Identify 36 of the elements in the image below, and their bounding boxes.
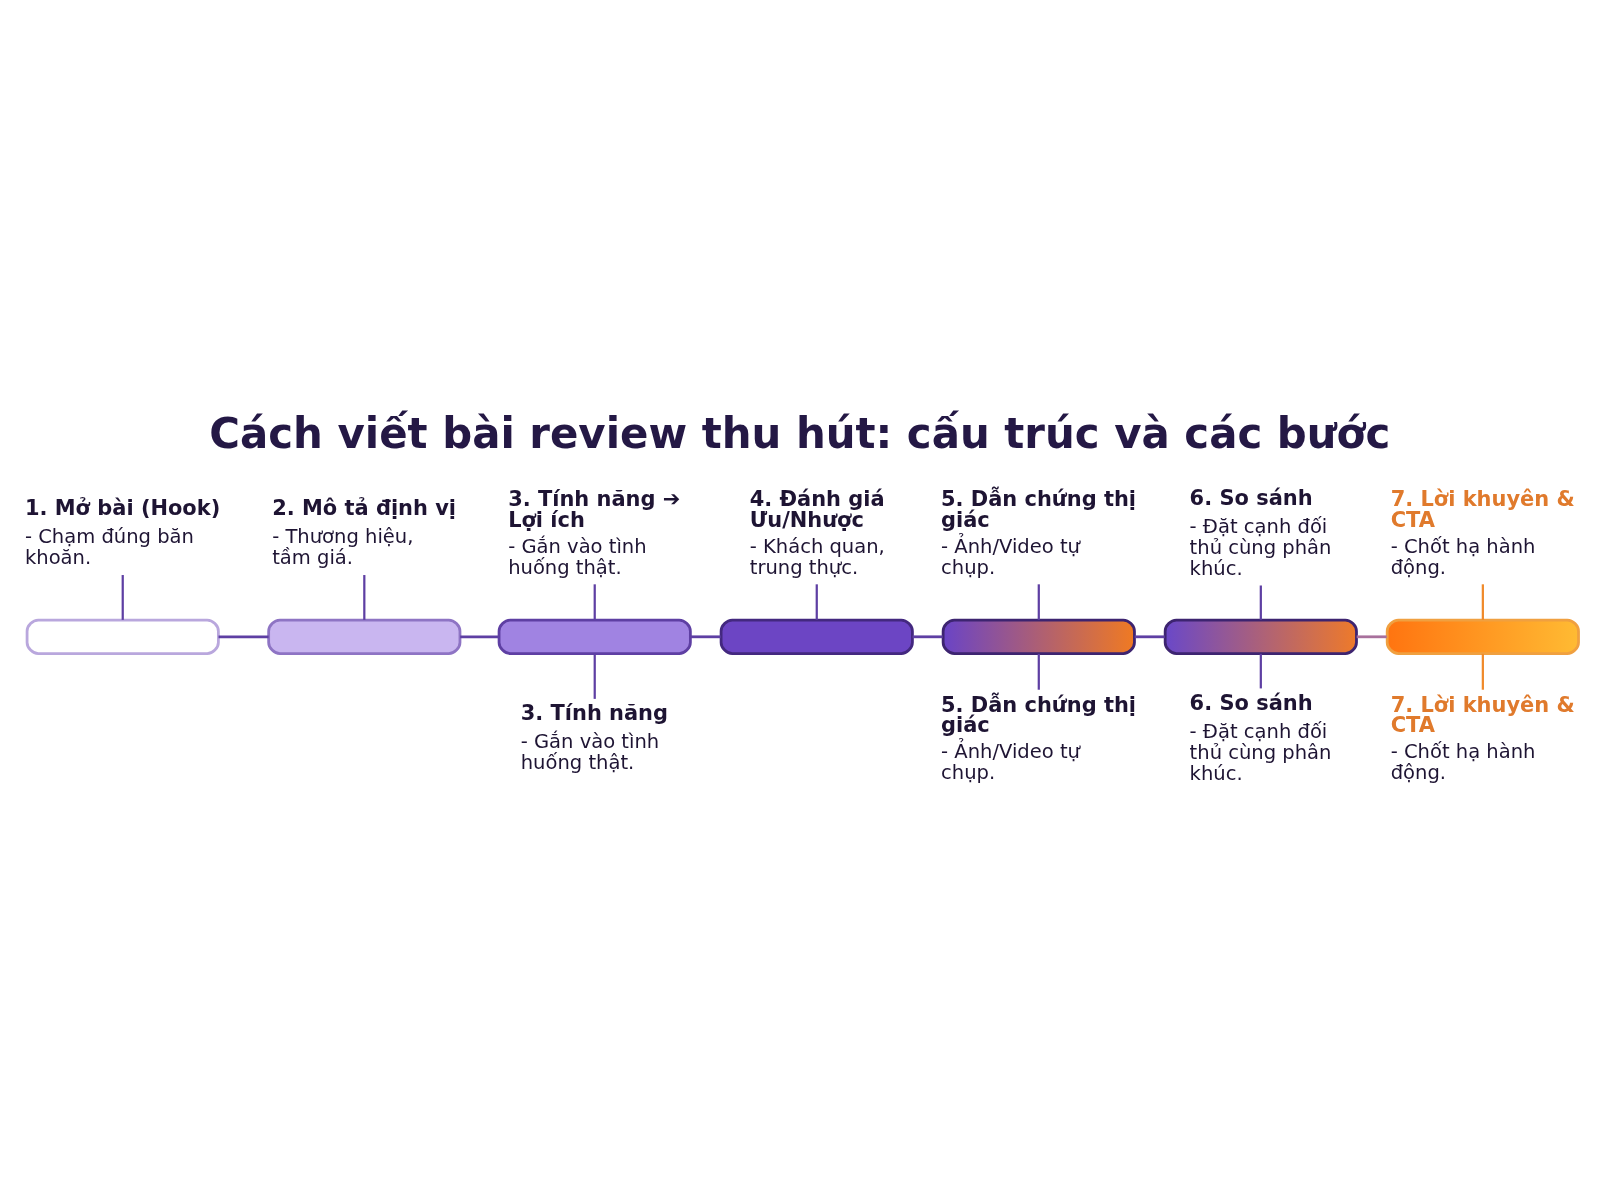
node-text: 7. Lời khuyên & CTA - Chốt hạ hành động. bbox=[1390, 692, 1575, 784]
connector bbox=[218, 634, 269, 638]
connector bbox=[1134, 634, 1165, 638]
node-bar bbox=[1163, 618, 1358, 655]
node-bar bbox=[941, 618, 1136, 655]
connector bbox=[1259, 653, 1262, 688]
node-text: 7. Lời khuyên & CTA - Chốt hạ hành động. bbox=[1390, 486, 1575, 579]
node-text: 6. So sánh - Đặt cạnh đối thủ cùng phân khúc. bbox=[1189, 485, 1332, 580]
connector bbox=[1356, 634, 1387, 638]
node-bar bbox=[719, 618, 914, 655]
connector bbox=[1259, 585, 1262, 620]
node-bar bbox=[1385, 618, 1580, 655]
connector bbox=[121, 574, 124, 620]
connector bbox=[460, 634, 500, 638]
node-bar bbox=[497, 618, 692, 655]
node-text: 2. Mô tả định vị - Thương hiệu, tầm giá. bbox=[272, 495, 456, 569]
node-text: 6. So sánh - Đặt cạnh đối thủ cùng phân khúc. bbox=[1189, 690, 1332, 785]
node-bar bbox=[267, 618, 462, 655]
connector bbox=[690, 634, 721, 638]
node-text: 1. Mở bài (Hook) - Chạm đúng băn khoăn. bbox=[24, 495, 221, 569]
node-bar bbox=[25, 618, 220, 655]
connector bbox=[593, 583, 596, 620]
node-text: 5. Dẫn chứng thị giác - Ảnh/Video tự chụp. bbox=[941, 486, 1137, 579]
node-text: 3. Tính năng ➔ Lợi ích - Gắn vào tình huống thật. bbox=[508, 486, 681, 579]
connector bbox=[593, 653, 596, 699]
connector bbox=[1481, 653, 1484, 690]
node-text: 4. Đánh giá Ưu/Nhược - Khách quan, trung thực. bbox=[749, 486, 885, 579]
connector bbox=[815, 583, 818, 620]
connector bbox=[912, 634, 943, 638]
node-text: 5. Dẫn chứng thị giác - Ảnh/Video tự chụp. bbox=[941, 692, 1137, 784]
connector bbox=[1037, 653, 1040, 690]
connector bbox=[363, 574, 366, 620]
node-text: 3. Tính năng - Gắn vào tình huống thật. bbox=[520, 700, 669, 774]
connector bbox=[1037, 583, 1040, 620]
diagram-title: Cách viết bài review thu hút: cấu trúc và các bước bbox=[209, 408, 1391, 458]
connector bbox=[1481, 583, 1484, 620]
